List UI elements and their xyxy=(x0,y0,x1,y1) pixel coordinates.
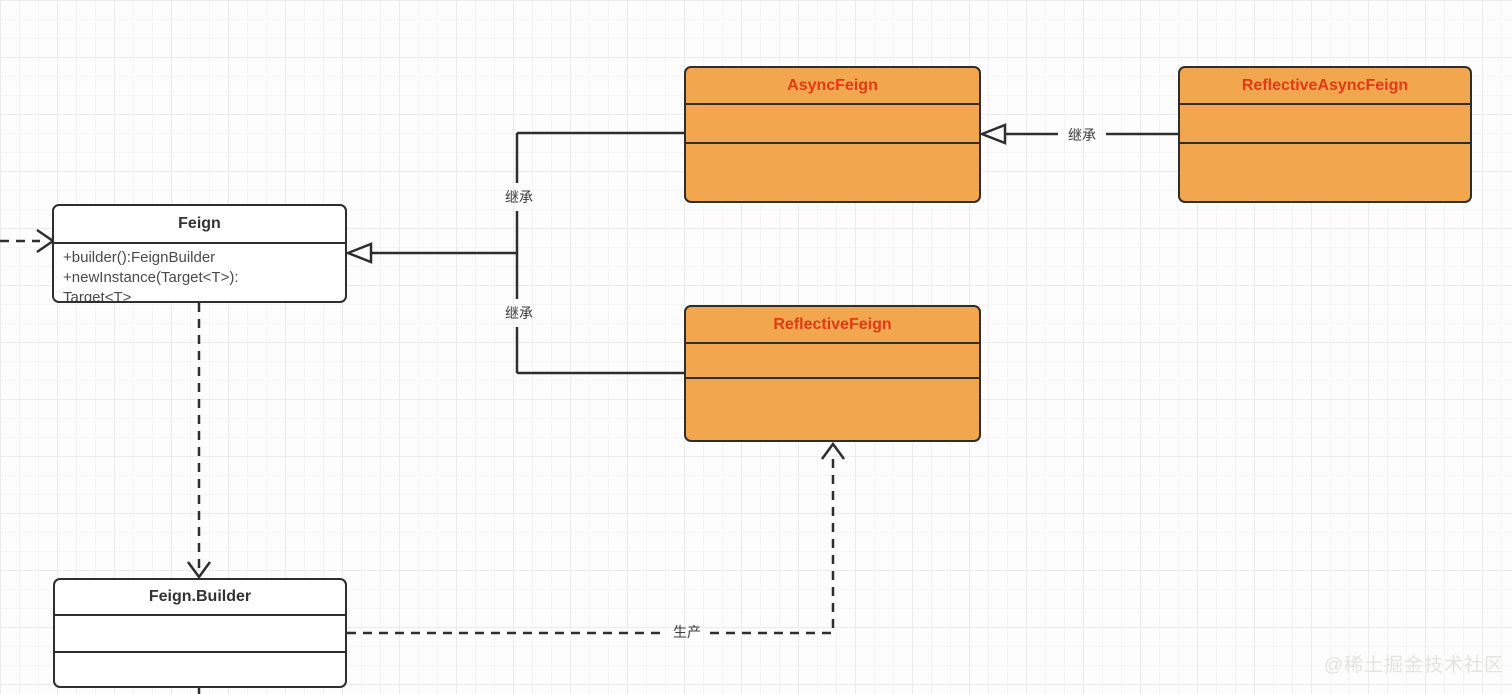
inheritance-triangle-arrowhead-icon xyxy=(344,242,373,264)
class-box-asyncfeign: AsyncFeign xyxy=(684,66,981,203)
class-title: Feign xyxy=(178,215,221,232)
class-box-reflectivefeign: ReflectiveFeign xyxy=(684,305,981,442)
produce-edge-right xyxy=(710,452,835,635)
class-fields-compartment xyxy=(686,103,979,142)
class-title: Feign.Builder xyxy=(148,588,252,605)
class-fields-compartment xyxy=(686,342,979,377)
class-box-feignbuilder: Feign.Builder xyxy=(53,578,347,688)
class-box-reflectiveasyncfeign: ReflectiveAsyncFeign xyxy=(1178,66,1472,203)
inheritance-triangle-arrowhead-icon xyxy=(978,123,1007,145)
edge-label-inherit: 继承 xyxy=(505,189,533,205)
class-fields-compartment xyxy=(55,614,345,651)
class-methods-compartment xyxy=(686,142,979,201)
watermark: @稀土掘金技术社区 xyxy=(1323,655,1504,676)
method-line: Target<T> xyxy=(63,289,132,303)
edge-label-inherit: 继承 xyxy=(505,305,533,321)
class-box-feign: Feign +builder():FeignBuilder +newInstan… xyxy=(52,204,347,303)
class-methods-compartment xyxy=(1180,142,1470,201)
class-fields-compartment xyxy=(1180,103,1470,142)
class-methods-compartment xyxy=(55,651,345,686)
method-line: +newInstance(Target<T>): xyxy=(63,269,239,286)
method-line: +builder():FeignBuilder xyxy=(63,249,216,266)
edge-label-produce: 生产 xyxy=(673,624,701,640)
class-title: AsyncFeign xyxy=(787,76,878,94)
open-v-arrowhead-up-icon xyxy=(820,441,846,460)
class-title: ReflectiveFeign xyxy=(773,315,892,333)
open-v-arrowhead-right-icon xyxy=(36,228,56,254)
class-methods-compartment: +builder():FeignBuilder +newInstance(Tar… xyxy=(54,242,345,303)
class-title: ReflectiveAsyncFeign xyxy=(1241,76,1409,94)
open-v-arrowhead-down-icon xyxy=(186,561,212,580)
class-methods-compartment xyxy=(686,377,979,440)
edge-label-inherit: 继承 xyxy=(1068,127,1096,143)
